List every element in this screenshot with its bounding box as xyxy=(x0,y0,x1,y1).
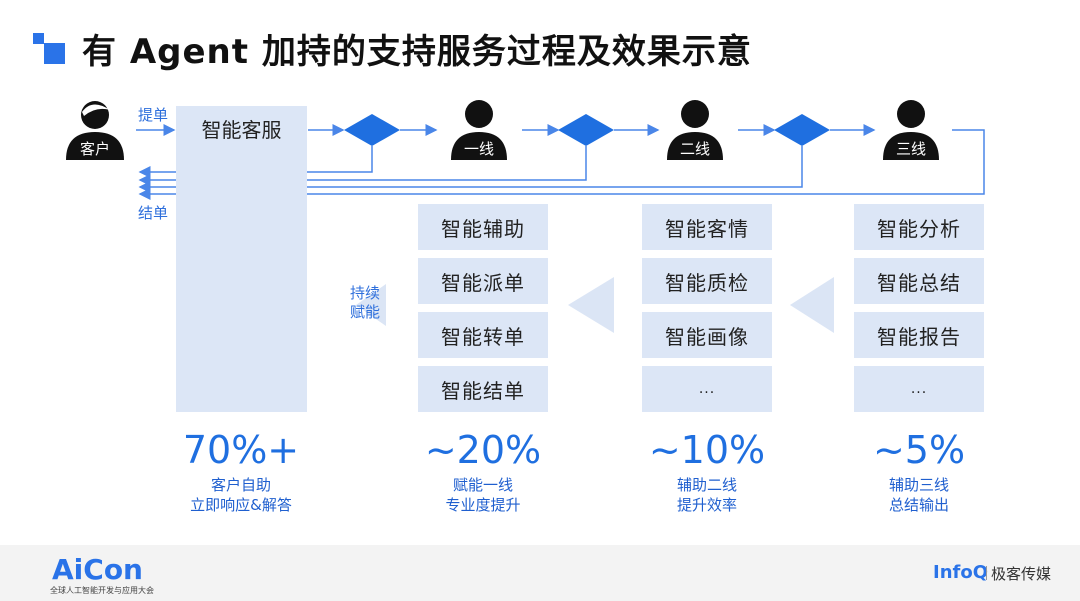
return-line-4 xyxy=(138,129,985,200)
submit-label: 提单 xyxy=(138,106,169,124)
smart-service-title: 智能客服 xyxy=(201,118,282,142)
line1-label: 一线 xyxy=(463,140,494,158)
box-ellipsis-3: ... xyxy=(854,366,984,412)
stat-pct-self-service: 70%+ xyxy=(182,428,300,472)
box-ellipsis-2: ... xyxy=(642,366,772,412)
title-logo-square-large xyxy=(44,43,65,64)
customer-person-icon xyxy=(66,101,124,160)
box-smart-customer-info: 智能客情 xyxy=(642,204,772,250)
box-smart-analysis: 智能分析 xyxy=(854,204,984,250)
line3-label: 三线 xyxy=(895,140,926,158)
stat-desc-line2-2: 提升效率 xyxy=(676,496,737,514)
stat-desc-self-service-1: 客户自助 xyxy=(210,476,271,494)
box-smart-qc: 智能质检 xyxy=(642,258,772,304)
line2-person-icon xyxy=(667,100,723,160)
box-smart-transfer: 智能转单 xyxy=(418,312,548,358)
aicon-logo: AiCon xyxy=(52,553,143,586)
smart-service-panel xyxy=(176,106,307,412)
box-smart-report: 智能报告 xyxy=(854,312,984,358)
flow-triangle-2 xyxy=(568,277,614,333)
box-smart-close: 智能结单 xyxy=(418,366,548,412)
footer-bar xyxy=(0,545,1080,601)
infoq-logo: InfoQ xyxy=(933,562,989,583)
line1-person-icon xyxy=(451,100,507,160)
stat-desc-line1-2: 专业度提升 xyxy=(445,496,521,514)
empower-label: 持续 赋能 xyxy=(350,284,381,321)
stat-desc-line2-1: 辅助二线 xyxy=(676,476,737,494)
footer-divider xyxy=(986,566,987,580)
empower-triangle xyxy=(356,284,386,326)
stat-desc-line1-1: 赋能一线 xyxy=(452,476,513,494)
line2-label: 二线 xyxy=(679,140,710,158)
stat-pct-line2: ~10% xyxy=(648,428,766,472)
decision-diamond-3 xyxy=(774,114,830,146)
title-logo-square-small xyxy=(33,33,44,44)
decision-diamond-1 xyxy=(344,114,400,146)
box-smart-dispatch: 智能派单 xyxy=(418,258,548,304)
page-title: 有 Agent 加持的支持服务过程及效果示意 xyxy=(82,32,752,72)
stat-pct-line1: ~20% xyxy=(424,428,542,472)
stat-desc-line3-1: 辅助三线 xyxy=(888,476,949,494)
stat-pct-line3: ~5% xyxy=(872,428,966,472)
box-smart-summary: 智能总结 xyxy=(854,258,984,304)
geek-media-logo: 极客传媒 xyxy=(991,565,1052,583)
return-line-3 xyxy=(138,146,803,193)
box-smart-profile: 智能画像 xyxy=(642,312,772,358)
line3-person-icon xyxy=(883,100,939,160)
flow-diagram xyxy=(66,100,985,333)
stat-desc-self-service-2: 立即响应&解答 xyxy=(190,496,292,514)
box-smart-assist: 智能辅助 xyxy=(418,204,548,250)
close-label: 结单 xyxy=(138,204,169,222)
flow-triangle-3 xyxy=(790,277,834,333)
customer-label: 客户 xyxy=(79,140,110,158)
stat-desc-line3-2: 总结输出 xyxy=(888,496,949,514)
aicon-subtitle: 全球人工智能开发与应用大会 xyxy=(50,586,154,595)
decision-diamond-2 xyxy=(558,114,614,146)
